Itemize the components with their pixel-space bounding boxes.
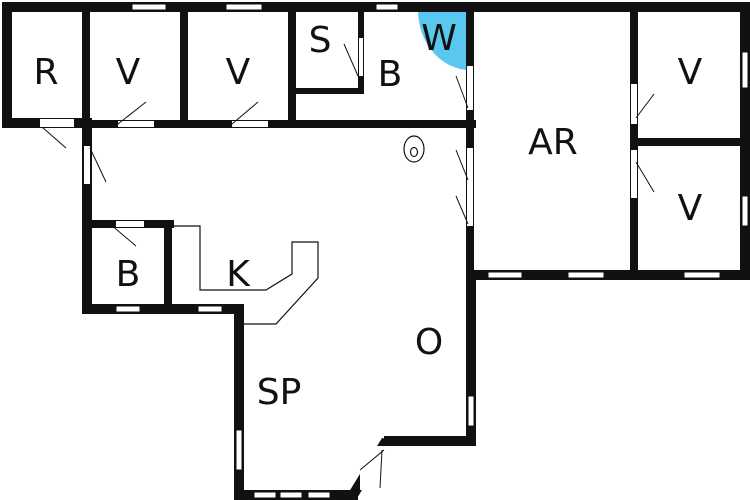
room-label-r: R (33, 52, 58, 93)
windows (115, 3, 749, 499)
door-gaps (40, 38, 637, 490)
inner-walls (82, 2, 750, 314)
room-label-s: S (309, 20, 332, 61)
door-leaves (41, 43, 655, 489)
room-label-w: W (421, 18, 457, 59)
wc-highlight (418, 10, 470, 70)
room-label-sp: SP (257, 372, 302, 413)
fixture-oval (403, 135, 425, 163)
room-label-v2: V (226, 52, 251, 93)
room-label-b-top: B (378, 54, 403, 95)
room-label-k: K (226, 254, 251, 295)
kitchen-counter (172, 225, 319, 325)
room-label-v3: V (678, 52, 703, 93)
room-labels: R V V S B W AR V V B K O SP (33, 18, 702, 413)
room-label-ar: AR (528, 122, 578, 163)
room-label-v4: V (678, 188, 703, 229)
room-label-o: O (415, 322, 443, 363)
room-label-v1: V (116, 52, 141, 93)
room-label-b-left: B (116, 254, 141, 295)
